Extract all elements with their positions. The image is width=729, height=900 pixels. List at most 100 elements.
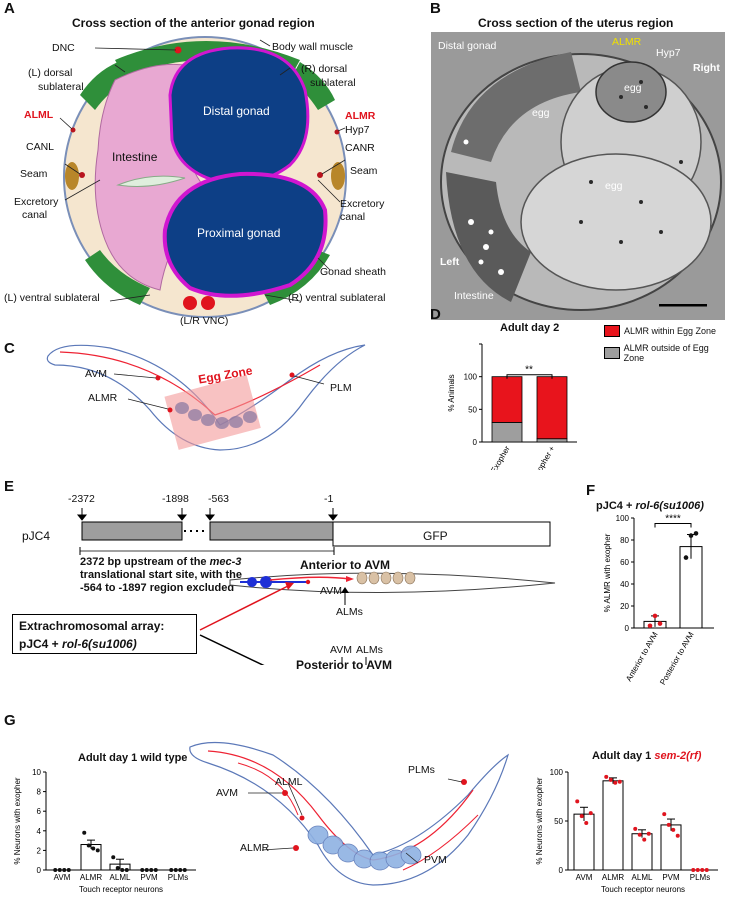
panel-b-title: Cross section of the uterus region — [478, 16, 674, 30]
g-right-data-point — [666, 822, 671, 827]
canl-cell — [79, 172, 85, 178]
g-left-y-tick-label: 6 — [37, 807, 42, 816]
gfp-label: GFP — [423, 529, 448, 543]
panel-d-legend: ALMR within Egg Zone ALMR outside of Egg… — [604, 325, 729, 363]
f-data-point — [683, 555, 689, 560]
f-data-point — [693, 531, 699, 536]
label-distal-gonad: Distal gonad — [203, 104, 270, 118]
f-data-point — [688, 533, 694, 538]
d-y-tick-label: 0 — [473, 438, 478, 447]
g-left-y-tick-label: 8 — [37, 788, 42, 797]
label-b-egg-2: egg — [624, 82, 642, 94]
g-right-bar — [660, 824, 682, 871]
g-left-data-point — [140, 868, 145, 872]
label-b-intestine: Intestine — [454, 290, 494, 302]
construct-description: 2372 bp upstream of the mec-3 translatio… — [80, 556, 242, 595]
f-y-axis-label: % ALMR with exopher — [603, 533, 612, 612]
g-left-data-point — [182, 868, 187, 872]
worm-array-diagrams — [199, 571, 556, 665]
g-right-data-point — [575, 799, 580, 804]
g-right-x-tick-label: AVM — [576, 873, 593, 882]
label-r-dorsal: (R) dorsal — [301, 63, 348, 75]
g-left-data-point — [149, 868, 154, 872]
label-b-left: Left — [440, 256, 460, 268]
seam-right — [331, 162, 345, 190]
d-y-tick-label: 100 — [464, 373, 478, 382]
panel-f-title: pJC4 + rol-6(su1006) — [596, 500, 704, 512]
label-b-hyp7: Hyp7 — [656, 47, 681, 59]
f-bar — [679, 546, 703, 629]
promoter-segment-1 — [81, 521, 183, 541]
label-proximal-gonad: Proximal gonad — [197, 226, 281, 240]
d-y-tick-label: 50 — [468, 405, 477, 414]
pos-1898: -1898 — [162, 493, 189, 505]
uterus-em-image — [431, 32, 725, 320]
label-excretory-left: Excretory — [14, 196, 59, 208]
label-e-alms-2: ALMs — [356, 644, 383, 656]
panel-label-g: G — [4, 712, 16, 729]
d-bar-segment — [536, 376, 568, 440]
label-b-almr: ALMR — [612, 36, 642, 48]
g-left-data-point — [178, 868, 183, 872]
pos-563: -563 — [208, 493, 230, 505]
f-x-tick-label: Anterior to AVM — [624, 630, 660, 683]
label-c-plm: PLM — [330, 382, 352, 394]
panel-label-e: E — [4, 478, 15, 495]
g-right-data-point — [637, 832, 642, 837]
construct-name: pJC4 — [22, 529, 51, 543]
g-left-data-point — [111, 855, 116, 860]
g-right-data-point — [617, 779, 622, 784]
g-left-x-tick-label: PLMs — [168, 873, 188, 882]
desc-gene: mec-3 — [209, 556, 242, 568]
dnc-cell — [174, 46, 182, 54]
f-data-point — [652, 613, 658, 619]
g-right-x-tick-label: ALML — [632, 873, 653, 882]
f-y-tick-label: 0 — [625, 624, 630, 633]
f-x-tick-label: Posterior to AVM — [658, 630, 696, 685]
label-intestine: Intestine — [112, 150, 158, 164]
g-right-bar — [631, 833, 653, 871]
scale-bar — [659, 304, 707, 307]
label-g-almr: ALMR — [240, 842, 270, 854]
g-right-data-point — [584, 820, 589, 825]
label-r-sublateral: sublateral — [310, 77, 356, 89]
g-left-x-tick-label: AVM — [54, 873, 71, 882]
g-left-y-tick-label: 4 — [37, 827, 42, 836]
intestine-lumen — [116, 175, 186, 187]
label-canl: CANL — [26, 141, 55, 153]
d-x-tick-label: Exopher + — [531, 444, 557, 470]
legend-item-outside: ALMR outside of Egg Zone — [604, 343, 729, 363]
label-b-right: Right — [693, 62, 720, 74]
panel-g-left-title: Adult day 1 wild type — [78, 752, 188, 764]
egg-zone — [164, 374, 261, 450]
g-left-y-tick-label: 10 — [32, 768, 41, 777]
desc-line3: -564 to -1897 region excluded — [80, 582, 235, 594]
legend-label-within: ALMR within Egg Zone — [624, 326, 717, 336]
f-significance-bracket — [654, 523, 692, 528]
anterior-gonad-cross-section — [59, 36, 347, 318]
array-line1: Extrachromosomal array: — [19, 619, 165, 633]
array-box: Extrachromosomal array: pJC4 + rol-6(su1… — [12, 614, 197, 654]
g-right-data-point — [646, 831, 651, 836]
label-r-ventral: (R) ventral sublateral — [288, 292, 386, 304]
g-right-data-point — [579, 814, 584, 819]
f-title-allele: rol-6(su1006) — [635, 500, 704, 512]
muscle-ventral-left — [85, 250, 150, 305]
g-right-data-point — [608, 777, 613, 782]
worm-egg-zone-diagram — [46, 344, 366, 451]
g-left-data-point — [173, 868, 178, 872]
g-left-data-point — [153, 868, 158, 872]
g-right-data-point — [700, 868, 705, 872]
f-significance-label: **** — [665, 514, 681, 525]
g-right-data-point — [642, 837, 647, 842]
g-left-data-point — [66, 868, 71, 872]
legend-swatch-red — [604, 325, 620, 337]
g-left-data-point — [95, 848, 100, 853]
g-left-y-tick-label: 2 — [37, 846, 42, 855]
g-left-x-tick-label: ALMR — [80, 873, 102, 882]
label-g-pvm: PVM — [424, 854, 447, 866]
pos-1: -1 — [324, 493, 334, 505]
